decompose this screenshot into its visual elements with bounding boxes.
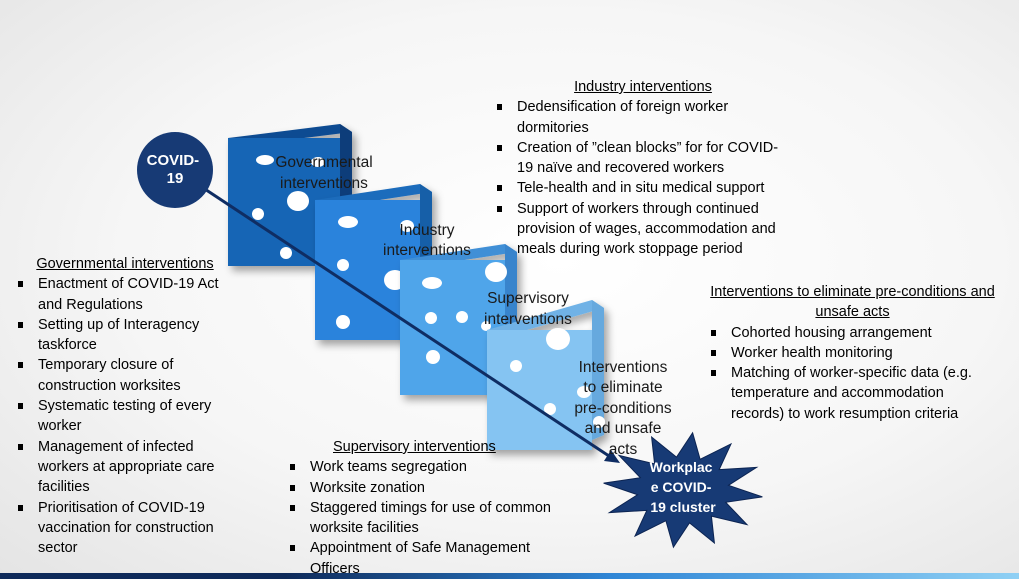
industry-heading: Industry interventions (574, 79, 712, 95)
industry-interventions-list: Industry interventions Dedensification o… (493, 77, 793, 260)
workplace-cluster-star: Workplac e COVID- 19 cluster (603, 431, 763, 549)
cluster-label-line: e COVID- (651, 479, 712, 495)
covid-circle: COVID- 19 (137, 132, 213, 208)
supervisory-heading: Supervisory interventions (333, 439, 496, 455)
supervisory-block (400, 244, 517, 395)
list-item: Worker health monitoring (707, 343, 1000, 363)
list-item: Cohorted housing arrangement (707, 323, 1000, 343)
list-item: Dedensification of foreign worker dormit… (493, 97, 793, 138)
list-item: Appointment of Safe Management Officers (286, 538, 558, 579)
supervisory-interventions-list: Supervisory interventions Work teams seg… (286, 437, 558, 579)
hazard-trajectory-arrow (175, 168, 620, 463)
covid-label-line: 19 (167, 170, 184, 187)
governmental-items: Enactment of COVID-19 Act and Regulation… (14, 274, 236, 558)
governmental-interventions-list: Governmental interventions Enactment of … (14, 254, 236, 558)
list-item: Matching of worker-specific data (e.g. t… (707, 363, 1000, 424)
list-item: Prioritisation of COVID-19 vaccination f… (14, 498, 236, 559)
eliminate-heading: Interventions to eliminate pre-condition… (710, 284, 995, 321)
list-item: Creation of ”clean blocks” for for COVID… (493, 138, 793, 179)
list-item: Support of workers through continued pro… (493, 199, 793, 260)
list-item: Management of infected workers at approp… (14, 437, 236, 498)
list-item: Worksite zonation (286, 478, 558, 498)
eliminate-interventions-list: Interventions to eliminate pre-condition… (705, 282, 1000, 424)
list-item: Enactment of COVID-19 Act and Regulation… (14, 274, 236, 315)
covid-label: COVID- 19 (147, 152, 204, 187)
list-item: Work teams segregation (286, 457, 558, 477)
cluster-label-line: 19 cluster (650, 499, 716, 515)
list-item: Staggered timings for use of common work… (286, 498, 558, 539)
governmental-heading: Governmental interventions (36, 256, 214, 272)
covid-label-line: COVID- (147, 152, 200, 169)
industry-items: Dedensification of foreign worker dormit… (493, 97, 793, 259)
cluster-label-line: Workplac (650, 459, 713, 475)
cluster-label: Workplac e COVID- 19 cluster (650, 459, 717, 515)
list-item: Temporary closure of construction worksi… (14, 355, 236, 396)
eliminate-block (487, 300, 605, 450)
bottom-accent-bar (0, 573, 1019, 579)
list-item: Tele-health and in situ medical support (493, 178, 793, 198)
list-item: Setting up of Interagency taskforce (14, 315, 236, 356)
list-item: Systematic testing of every worker (14, 396, 236, 437)
